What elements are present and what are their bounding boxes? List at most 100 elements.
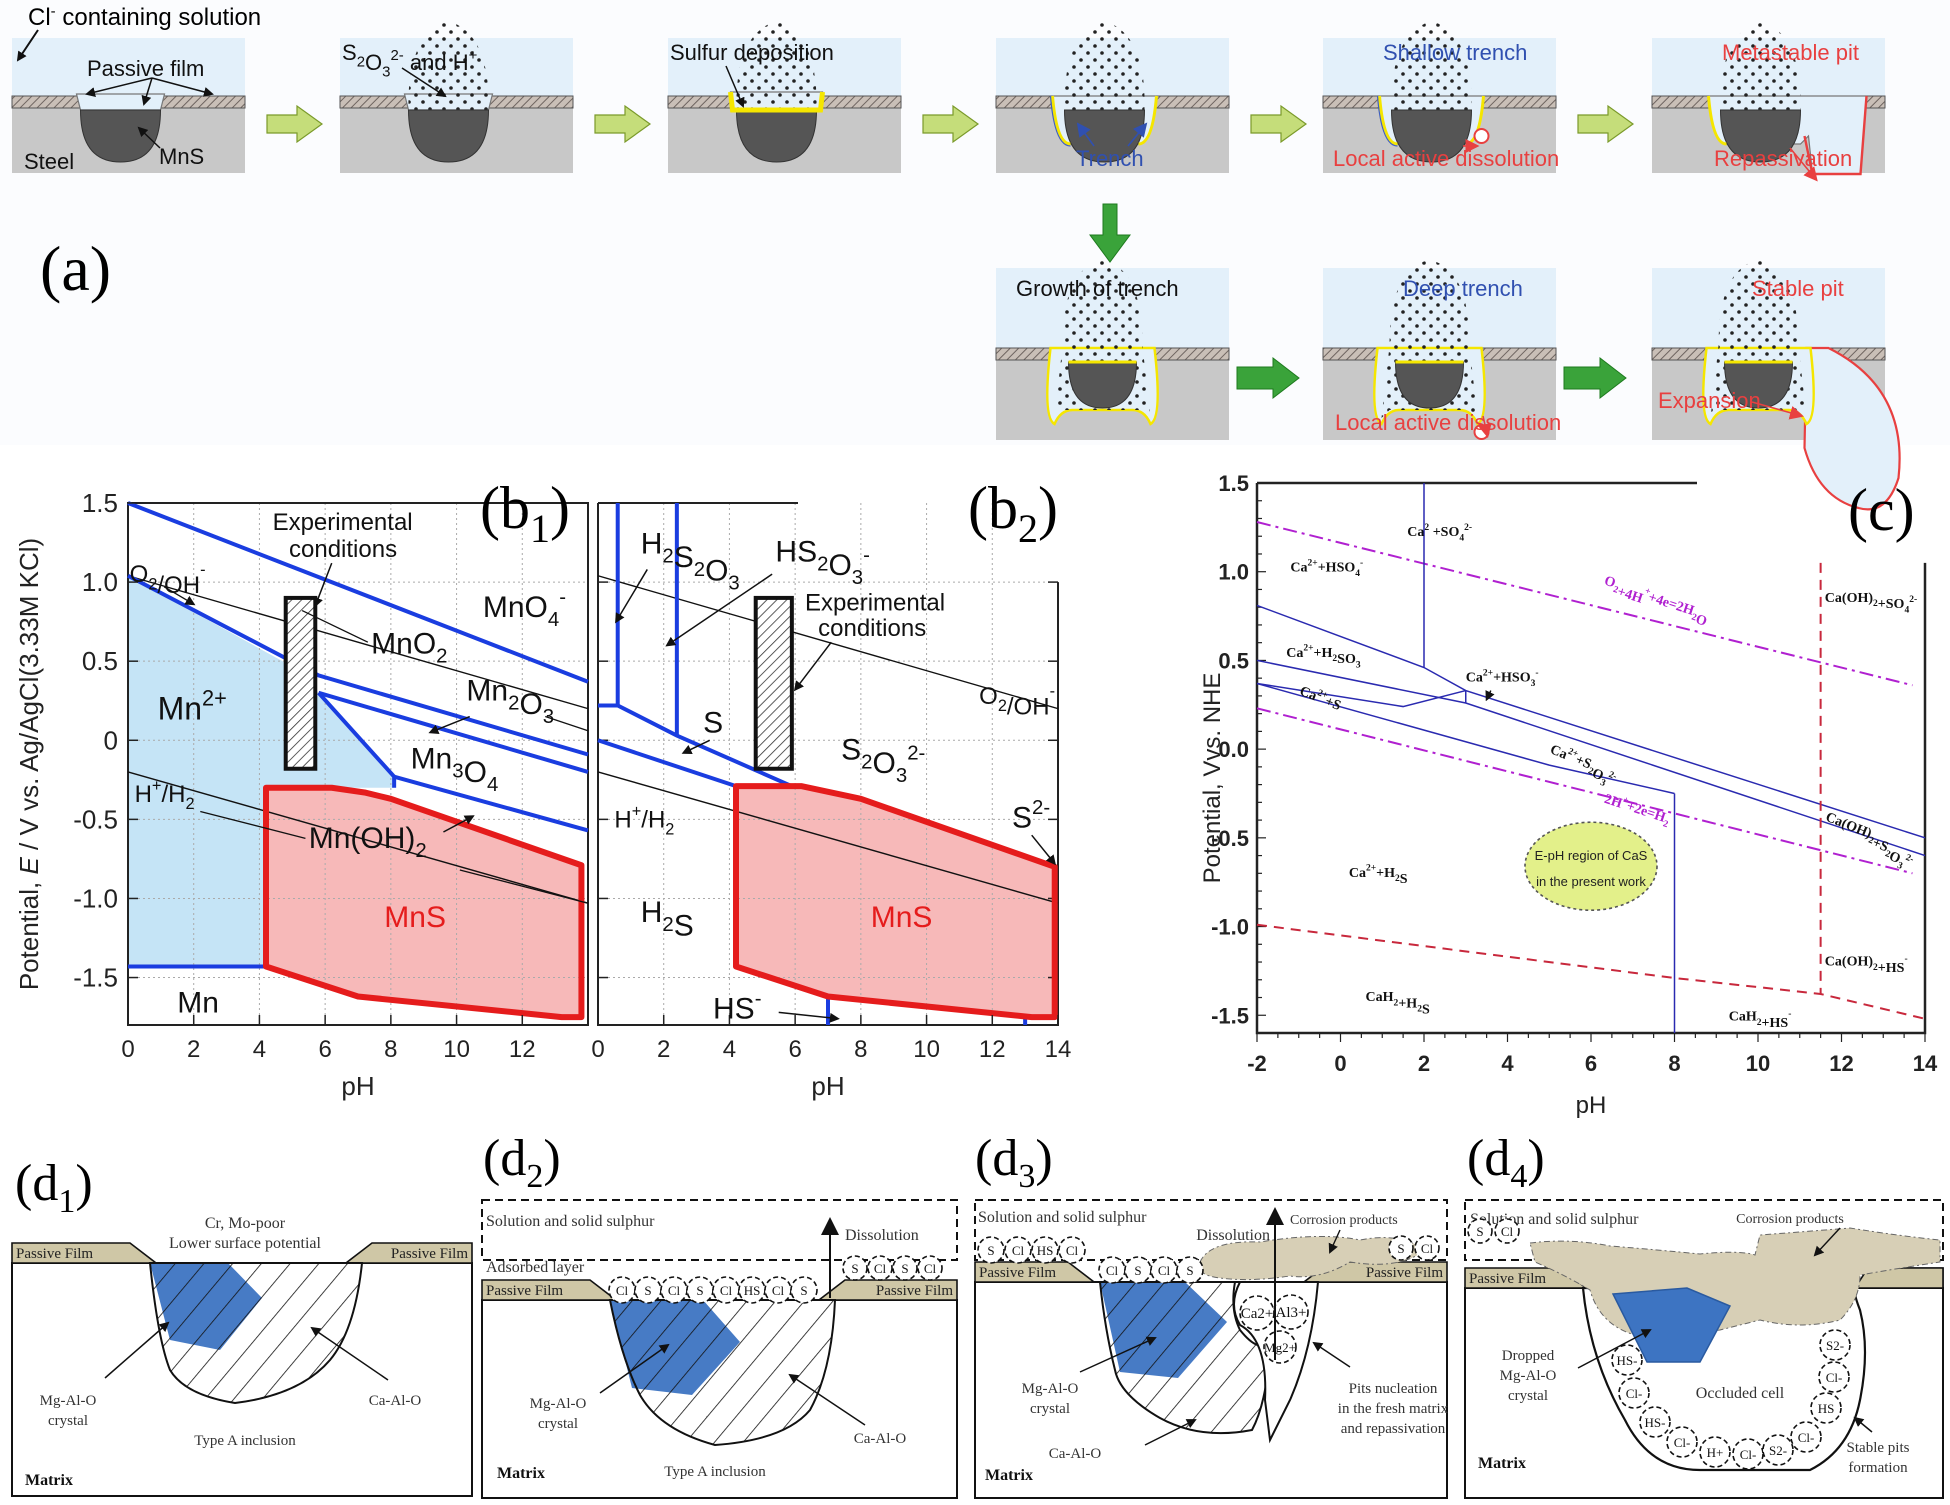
chem-part: /H [161, 781, 185, 808]
mns-inclusion [1723, 361, 1794, 409]
mns-inclusion [79, 109, 162, 163]
chem-part: 4 [1355, 569, 1360, 579]
panel-label-d3: (d3) [975, 1130, 1053, 1195]
label-mn3o4: Mn3O4 [411, 743, 499, 797]
experimental-label-2: conditions [289, 536, 397, 563]
label-s: S [703, 706, 723, 739]
deep-trench-title: Deep trench [1403, 276, 1523, 301]
mns-inclusion [1719, 109, 1802, 163]
x-tick-label: -2 [1247, 1051, 1267, 1076]
mnoh2-arrow [443, 815, 475, 833]
chem-part: O [1887, 849, 1903, 867]
inclusion-label: Type A inclusion [194, 1433, 296, 1449]
ion-label: S [800, 1283, 807, 1298]
ca-al-o-label: Ca-Al-O [369, 1393, 422, 1409]
chem-part: and H [404, 50, 469, 75]
chem-part: - [200, 561, 205, 579]
cr-mo-poor-label: Cr, Mo-poor [205, 1215, 286, 1232]
crystal-label-2: crystal [1030, 1401, 1070, 1417]
chem-part: S [841, 733, 861, 766]
experimental-label-1: Experimental [805, 590, 945, 617]
adsorbed-layer-label: Adsorbed layer [486, 1259, 585, 1276]
phase-boundary [1256, 682, 1466, 708]
passive-film-label: Passive film [87, 56, 204, 81]
chem-part: 2- [1909, 595, 1917, 605]
passive-film-label: Passive Film [391, 1246, 468, 1262]
water-line [127, 771, 589, 904]
panel-label-c: (c) [1848, 477, 1915, 543]
chem-part: S [342, 40, 357, 65]
chem-part: - [1535, 668, 1538, 678]
x-tick-label: 10 [1746, 1051, 1770, 1076]
pits-label-2: in the fresh matrix [1338, 1401, 1449, 1417]
y-tick-label: 0.5 [82, 646, 118, 676]
ion-label: H+ [1707, 1445, 1724, 1460]
hs-arrow [778, 1011, 840, 1023]
ion-circle [842, 1255, 868, 1281]
chem-part: 2 [1612, 585, 1620, 596]
mns-boundary [263, 784, 585, 1021]
chem-part: 2- [1607, 770, 1618, 782]
dropped-label-2: Mg-Al-O [1500, 1368, 1557, 1384]
phase-boundary [318, 690, 589, 774]
ca-al-o-arrow [788, 1373, 866, 1426]
x-tick-label: 8 [384, 1036, 397, 1063]
chem-part: 3 [452, 761, 463, 783]
label-ca-s: Ca2++S [1297, 682, 1344, 714]
ion-label: Ca2+ [1241, 1306, 1274, 1322]
label-part: ) [1035, 1130, 1052, 1187]
cas-label-1: E-pH region of CaS [1535, 848, 1648, 863]
ion-label: Cl [720, 1283, 733, 1298]
label-hs2o3: HS2O3- [775, 536, 870, 590]
corrosion-label: Corrosion products [1736, 1212, 1844, 1227]
label-ca-h2so3: Ca2++H2SO3 [1286, 644, 1361, 671]
chem-part: 2 [1883, 849, 1891, 860]
chem-part: 2+ [1566, 747, 1579, 760]
label-part: 3 [1018, 1158, 1035, 1195]
chem-part: SO [1337, 652, 1356, 667]
label-caoh2-hs: Ca(OH)2+HS- [1825, 954, 1908, 976]
chem-part: 4 [1459, 533, 1464, 543]
ca-al-o-arrow [310, 1326, 389, 1381]
matrix-label: Matrix [1478, 1455, 1526, 1472]
chem-part: H [614, 806, 631, 833]
chem-part: +S [1573, 753, 1593, 773]
ion-circle [917, 1255, 943, 1281]
ion-circle [1666, 1426, 1698, 1458]
x-tick-label: 10 [443, 1036, 470, 1063]
corrosion-products [1198, 1235, 1426, 1281]
chem-part: S [703, 706, 723, 739]
label-h-h2: H+/H2 [614, 802, 674, 838]
process-arrow [1577, 104, 1635, 144]
label-ca-so4: Ca2 +SO42- [1407, 523, 1472, 544]
label-mn2plus: Mn2+ [158, 685, 227, 726]
ion-label: S [644, 1283, 651, 1298]
steel-label: Steel [24, 149, 74, 174]
chem-part: +HS [1762, 1016, 1789, 1031]
ion-circle [1810, 1392, 1842, 1424]
crystal-label-2: crystal [48, 1413, 88, 1429]
label-hs: HS- [713, 988, 761, 1026]
branch-down-arrow [1089, 203, 1131, 263]
passive-film-label: Passive Film [486, 1283, 563, 1299]
chem-part: O [828, 549, 851, 582]
chem-part: +H [1376, 866, 1395, 881]
x-tick-label: 6 [318, 1036, 331, 1063]
ion-label: Cl [1066, 1243, 1079, 1258]
process-arrow-green [1563, 356, 1627, 400]
h-h2-leader [200, 810, 306, 839]
sulfur-layer [728, 91, 825, 113]
chem-part: Mn [158, 691, 202, 727]
mnoh2-leader [459, 869, 589, 904]
corrosion-label: Corrosion products [1290, 1213, 1398, 1228]
mns-arrow [137, 126, 161, 149]
mns-inclusion [1067, 361, 1138, 409]
phase-boundary [597, 738, 737, 789]
x-tick-label: 10 [913, 1036, 940, 1063]
